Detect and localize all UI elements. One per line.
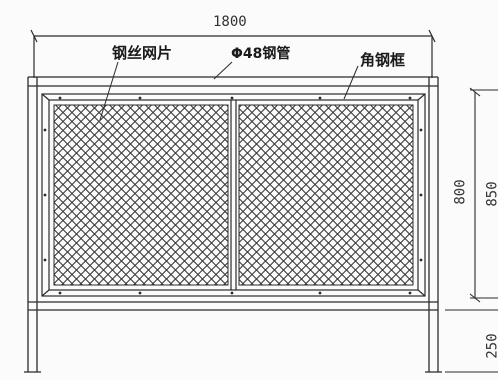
bolt-dots <box>43 96 423 295</box>
pipe-frame <box>24 76 442 373</box>
angle-frame <box>41 93 426 297</box>
lower-height-label: 250 <box>484 333 498 359</box>
panel-height-label: 800 <box>452 179 469 205</box>
mesh-panel-right <box>238 104 414 286</box>
angle-frame-label: 角钢框 <box>360 51 406 69</box>
mesh-panel-left <box>53 104 229 286</box>
pipe-label: Φ48钢管 <box>231 46 291 62</box>
height-dimensions <box>445 87 498 373</box>
width-label: 1800 <box>213 14 247 30</box>
mesh-label: 钢丝网片 <box>112 44 173 62</box>
leader-lines <box>99 61 359 121</box>
width-dimension <box>30 29 436 78</box>
upper-height-label: 850 <box>484 181 498 207</box>
